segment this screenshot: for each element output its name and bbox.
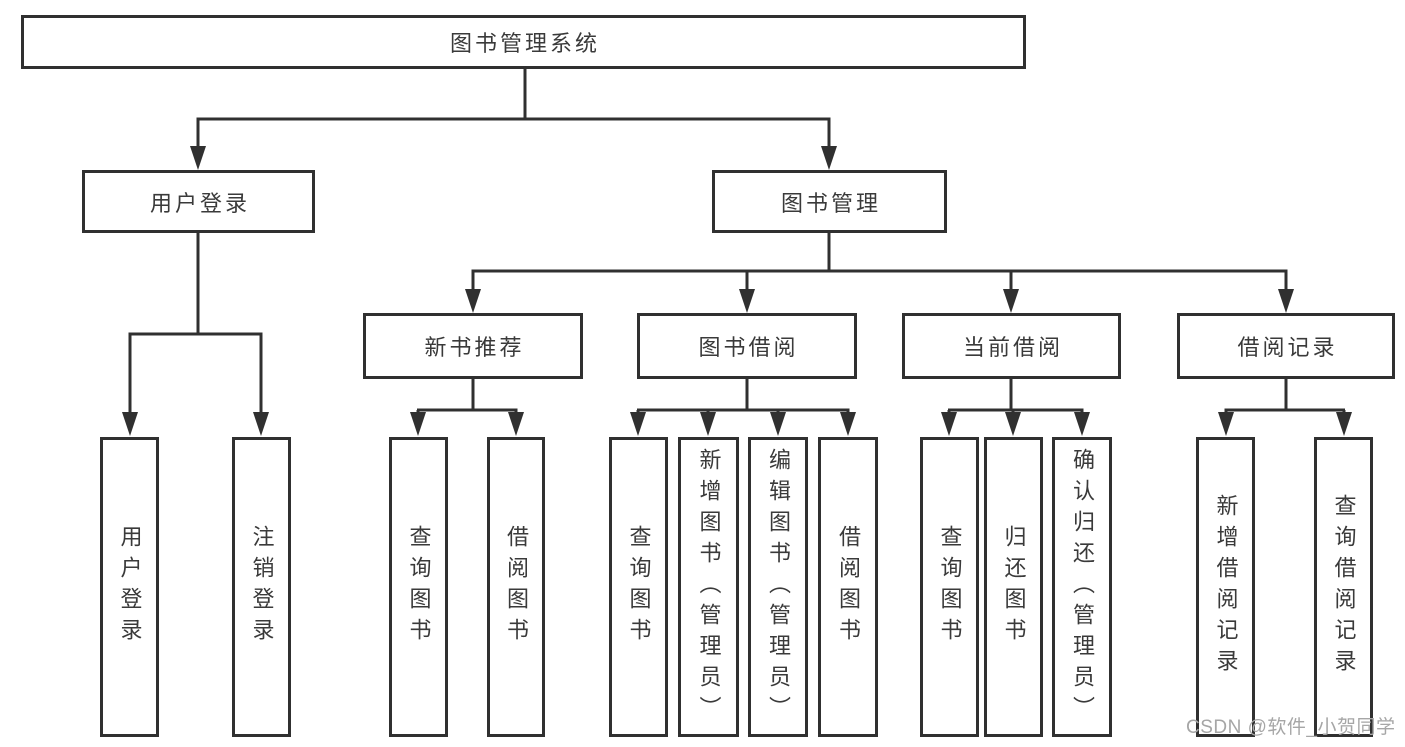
leaf-user-login: 用户登录 bbox=[100, 437, 159, 737]
node-current-borrow: 当前借阅 bbox=[902, 313, 1121, 379]
leaf-borrow-book: 借阅图书 bbox=[818, 437, 878, 737]
node-borrow-record-label: 借阅记录 bbox=[1237, 335, 1338, 360]
leaf-user-login-label: 用户登录 bbox=[117, 525, 143, 649]
leaf-confirm-return-admin: 确认归还（管理员） bbox=[1052, 437, 1112, 737]
leaf-borrow-book-label: 借阅图书 bbox=[836, 525, 861, 649]
node-book-management-label: 图书管理 bbox=[780, 190, 881, 216]
node-current-borrow-label: 当前借阅 bbox=[962, 335, 1063, 360]
node-book-borrow-label: 图书借阅 bbox=[698, 335, 799, 360]
leaf-query-borrow-record-label: 查询借阅记录 bbox=[1331, 494, 1357, 680]
leaf-logout-label: 注销登录 bbox=[249, 525, 275, 649]
leaf-query-book-borrow-label: 查询图书 bbox=[626, 525, 652, 649]
leaf-add-book-admin: 新增图书（管理员） bbox=[678, 437, 739, 737]
node-borrow-record: 借阅记录 bbox=[1177, 313, 1395, 379]
node-book-management: 图书管理 bbox=[712, 170, 947, 233]
leaf-confirm-return-admin-label: 确认归还（管理员） bbox=[1070, 447, 1095, 727]
leaf-edit-book-admin-label: 编辑图书（管理员） bbox=[766, 447, 791, 727]
leaf-query-borrow-record: 查询借阅记录 bbox=[1314, 437, 1373, 737]
leaf-return-book: 归还图书 bbox=[984, 437, 1043, 737]
leaf-add-book-admin-label: 新增图书（管理员） bbox=[696, 447, 722, 727]
node-new-book-recommend: 新书推荐 bbox=[363, 313, 583, 379]
leaf-edit-book-admin: 编辑图书（管理员） bbox=[748, 437, 808, 737]
leaf-query-book-borrow: 查询图书 bbox=[609, 437, 668, 737]
leaf-logout: 注销登录 bbox=[232, 437, 291, 737]
node-user-login-label: 用户登录 bbox=[149, 190, 250, 216]
leaf-add-borrow-record: 新增借阅记录 bbox=[1196, 437, 1255, 737]
node-root: 图书管理系统 bbox=[21, 15, 1026, 69]
node-new-book-recommend-label: 新书推荐 bbox=[424, 335, 525, 360]
leaf-add-borrow-record-label: 新增借阅记录 bbox=[1213, 494, 1239, 680]
node-book-borrow: 图书借阅 bbox=[637, 313, 857, 379]
csdn-watermark: CSDN @软件_小贺同学 bbox=[1186, 717, 1396, 738]
leaf-borrow-book-recommend-label: 借阅图书 bbox=[504, 525, 529, 649]
leaf-return-book-label: 归还图书 bbox=[1001, 525, 1027, 649]
leaf-query-book-current: 查询图书 bbox=[920, 437, 979, 737]
leaf-query-book-current-label: 查询图书 bbox=[937, 525, 963, 649]
leaf-query-book-recommend: 查询图书 bbox=[389, 437, 448, 737]
node-root-label: 图书管理系统 bbox=[449, 31, 600, 56]
leaf-borrow-book-recommend: 借阅图书 bbox=[487, 437, 545, 737]
node-user-login: 用户登录 bbox=[82, 170, 315, 233]
leaf-query-book-recommend-label: 查询图书 bbox=[406, 525, 432, 649]
